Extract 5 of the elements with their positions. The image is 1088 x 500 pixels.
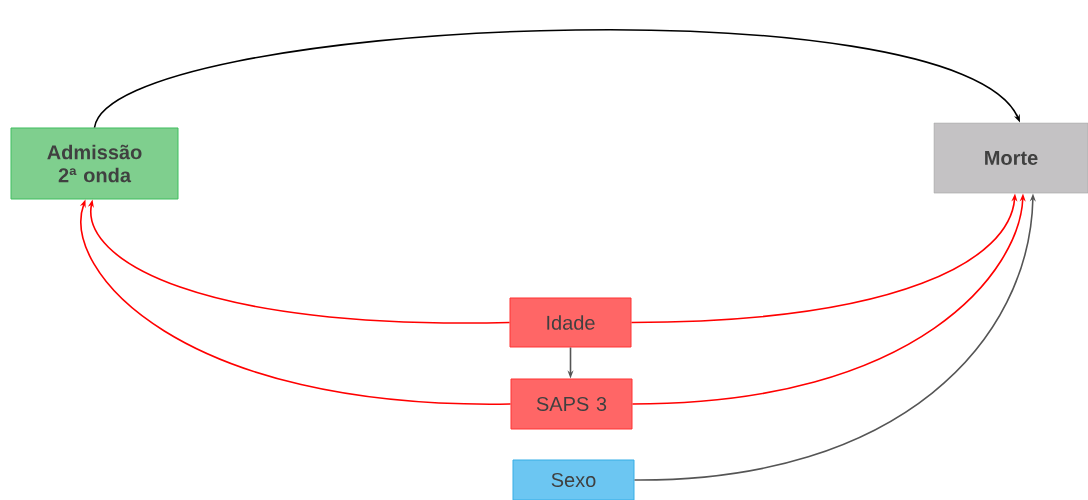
- label-box: Admissão 2ª onda: [10, 127, 179, 200]
- label-box: Morte: [933, 122, 1088, 194]
- label-box: Sexo: [512, 459, 635, 500]
- label-box: SAPS 3: [510, 378, 633, 430]
- label-box: Idade: [509, 297, 632, 348]
